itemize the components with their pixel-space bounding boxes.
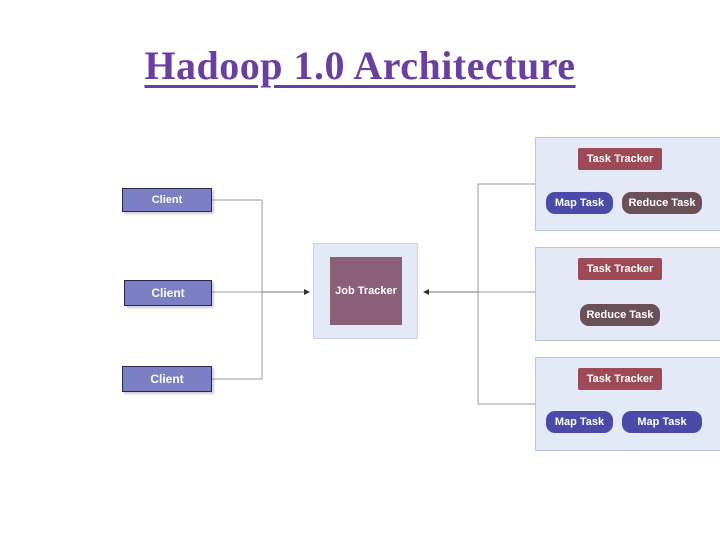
page-title: Hadoop 1.0 Architecture [144,43,576,88]
map-task-node-3b[interactable]: Map Task [622,411,702,433]
client-label: Client [151,286,185,300]
map-task-label: Map Task [554,416,605,428]
job-tracker-label: Job Tracker [335,285,397,297]
client-box-1[interactable]: Client [122,188,212,212]
client-box-2[interactable]: Client [124,280,212,306]
map-task-label: Map Task [554,197,605,209]
map-task-label: Map Task [637,416,687,428]
task-tracker-node-1[interactable]: Task Tracker [578,148,662,170]
reduce-task-label: Reduce Task [586,309,654,321]
reduce-task-node-2a[interactable]: Reduce Task [580,304,660,326]
client-label: Client [150,372,184,386]
task-tracker-node-2[interactable]: Task Tracker [578,258,662,280]
task-tracker-label: Task Tracker [586,373,654,385]
client-box-3[interactable]: Client [122,366,212,392]
reduce-task-label: Reduce Task [628,197,696,209]
client-label: Client [151,194,183,206]
task-tracker-label: Task Tracker [586,153,654,165]
job-tracker-node[interactable]: Job Tracker [330,257,402,325]
map-task-node-1a[interactable]: Map Task [546,192,613,214]
map-task-node-3a[interactable]: Map Task [546,411,613,433]
task-tracker-node-3[interactable]: Task Tracker [578,368,662,390]
reduce-task-node-1b[interactable]: Reduce Task [622,192,702,214]
task-tracker-label: Task Tracker [586,263,654,275]
